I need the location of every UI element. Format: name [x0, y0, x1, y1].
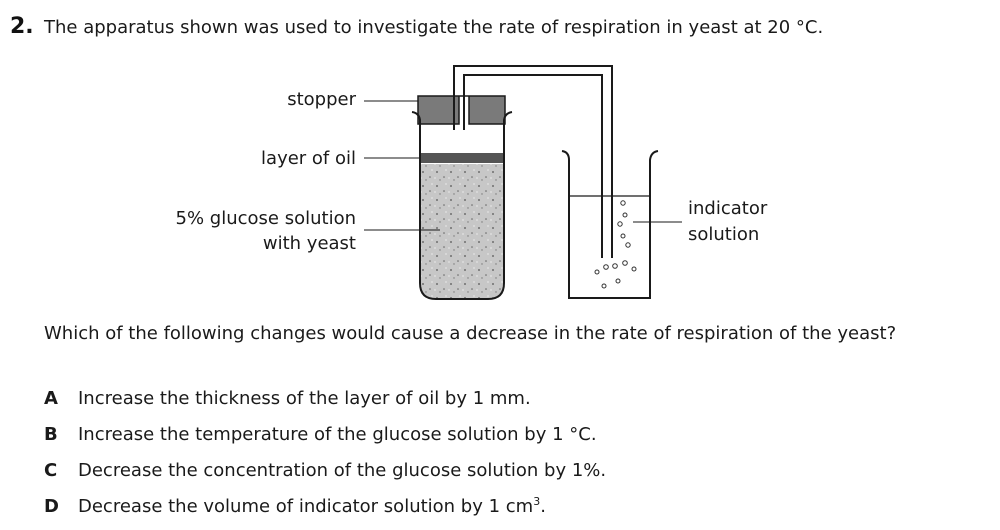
- question-intro: The apparatus shown was used to investig…: [44, 17, 824, 38]
- oil-layer: [421, 153, 503, 163]
- option-c[interactable]: C Decrease the concentration of the gluco…: [44, 460, 606, 481]
- option-letter: D: [44, 496, 59, 517]
- question-prompt: Which of the following changes would cau…: [44, 323, 897, 344]
- stopper-label: stopper: [287, 89, 356, 110]
- option-text: Decrease the concentration of the glucos…: [78, 460, 607, 481]
- oil-label: layer of oil: [261, 148, 356, 169]
- gas-bubbles: [594, 200, 637, 289]
- stopper: [417, 95, 506, 125]
- glucose-label-line1: 5% glucose solution: [176, 208, 356, 229]
- beaker: [561, 150, 659, 299]
- option-letter: B: [44, 424, 58, 445]
- indicator-label-line1: indicator: [688, 198, 768, 219]
- option-text: Increase the temperature of the glucose …: [78, 424, 597, 445]
- glucose-label-line2: with yeast: [263, 233, 356, 254]
- delivery-tube: [453, 65, 613, 258]
- option-text: Decrease the volume of indicator solutio…: [78, 496, 534, 517]
- option-d[interactable]: D Decrease the volume of indicator soluti…: [44, 496, 546, 517]
- option-text: Increase the thickness of the layer of o…: [78, 388, 531, 409]
- option-a[interactable]: A Increase the thickness of the layer of …: [44, 388, 531, 409]
- option-suffix: .: [540, 496, 546, 517]
- option-b[interactable]: B Increase the temperature of the glucose…: [44, 424, 597, 445]
- glucose-solution: [421, 164, 503, 298]
- option-superscript: 3: [533, 495, 541, 508]
- question-number: 2.: [10, 14, 34, 39]
- option-letter: A: [44, 388, 58, 409]
- indicator-label-line2: solution: [688, 224, 759, 245]
- test-tube: [411, 111, 513, 300]
- apparatus-diagram: stopper layer of oil 5% glucose solution…: [176, 65, 768, 300]
- option-letter: C: [44, 460, 58, 481]
